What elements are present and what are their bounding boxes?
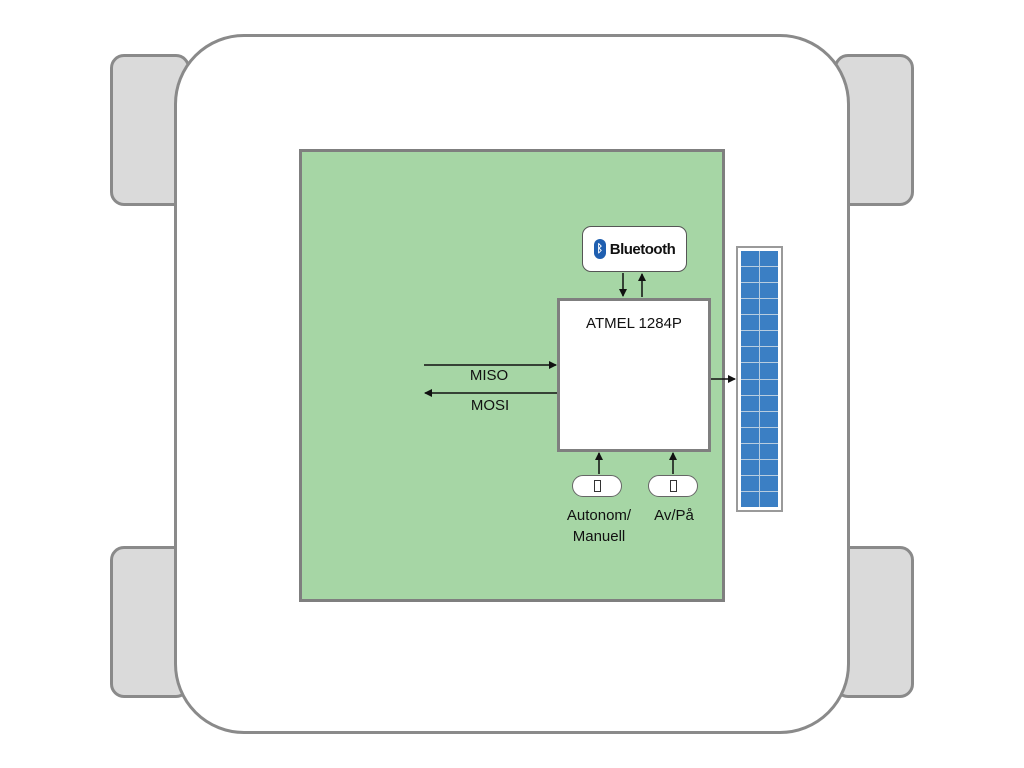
- display-cell: [760, 363, 778, 379]
- display-cell: [741, 395, 759, 411]
- display-cell: [760, 491, 778, 507]
- display-cell: [741, 363, 759, 379]
- mode-switch-knob: [593, 480, 601, 492]
- power-switch-knob: [669, 480, 677, 492]
- power-switch: [648, 475, 698, 497]
- display-cell: [741, 459, 759, 475]
- display-cell: [760, 379, 778, 395]
- display-grid: [741, 251, 778, 507]
- mode-switch-label-line2: Manuell: [572, 528, 626, 545]
- bluetooth-label: Bluetooth: [609, 240, 676, 258]
- display-cell: [760, 267, 778, 283]
- microcontroller: ATMEL 1284P: [557, 298, 711, 452]
- display-cell: [760, 283, 778, 299]
- mode-switch-label-line1: Autonom/: [566, 507, 632, 524]
- display-cell: [760, 443, 778, 459]
- display-cell: [760, 299, 778, 315]
- mosi-label: MOSI: [470, 397, 510, 414]
- bluetooth-module: ᛒ Bluetooth: [582, 226, 687, 272]
- display-cell: [760, 411, 778, 427]
- display-cell: [760, 475, 778, 491]
- display-cell: [741, 267, 759, 283]
- display-panel: [736, 246, 783, 512]
- display-cell: [741, 379, 759, 395]
- display-cell: [760, 395, 778, 411]
- display-cell: [760, 331, 778, 347]
- power-switch-label: Av/På: [654, 507, 694, 524]
- display-cell: [741, 299, 759, 315]
- display-cell: [741, 315, 759, 331]
- bluetooth-icon: ᛒ: [593, 239, 606, 259]
- display-cell: [760, 459, 778, 475]
- display-cell: [741, 491, 759, 507]
- display-cell: [741, 347, 759, 363]
- display-cell: [741, 331, 759, 347]
- display-cell: [741, 411, 759, 427]
- display-cell: [741, 283, 759, 299]
- display-cell: [741, 475, 759, 491]
- display-cell: [741, 251, 759, 267]
- display-cell: [760, 315, 778, 331]
- miso-label: MISO: [469, 367, 509, 384]
- display-cell: [760, 427, 778, 443]
- mode-switch: [572, 475, 622, 497]
- display-cell: [760, 347, 778, 363]
- display-cell: [741, 443, 759, 459]
- display-cell: [760, 251, 778, 267]
- microcontroller-label: ATMEL 1284P: [586, 315, 682, 332]
- display-cell: [741, 427, 759, 443]
